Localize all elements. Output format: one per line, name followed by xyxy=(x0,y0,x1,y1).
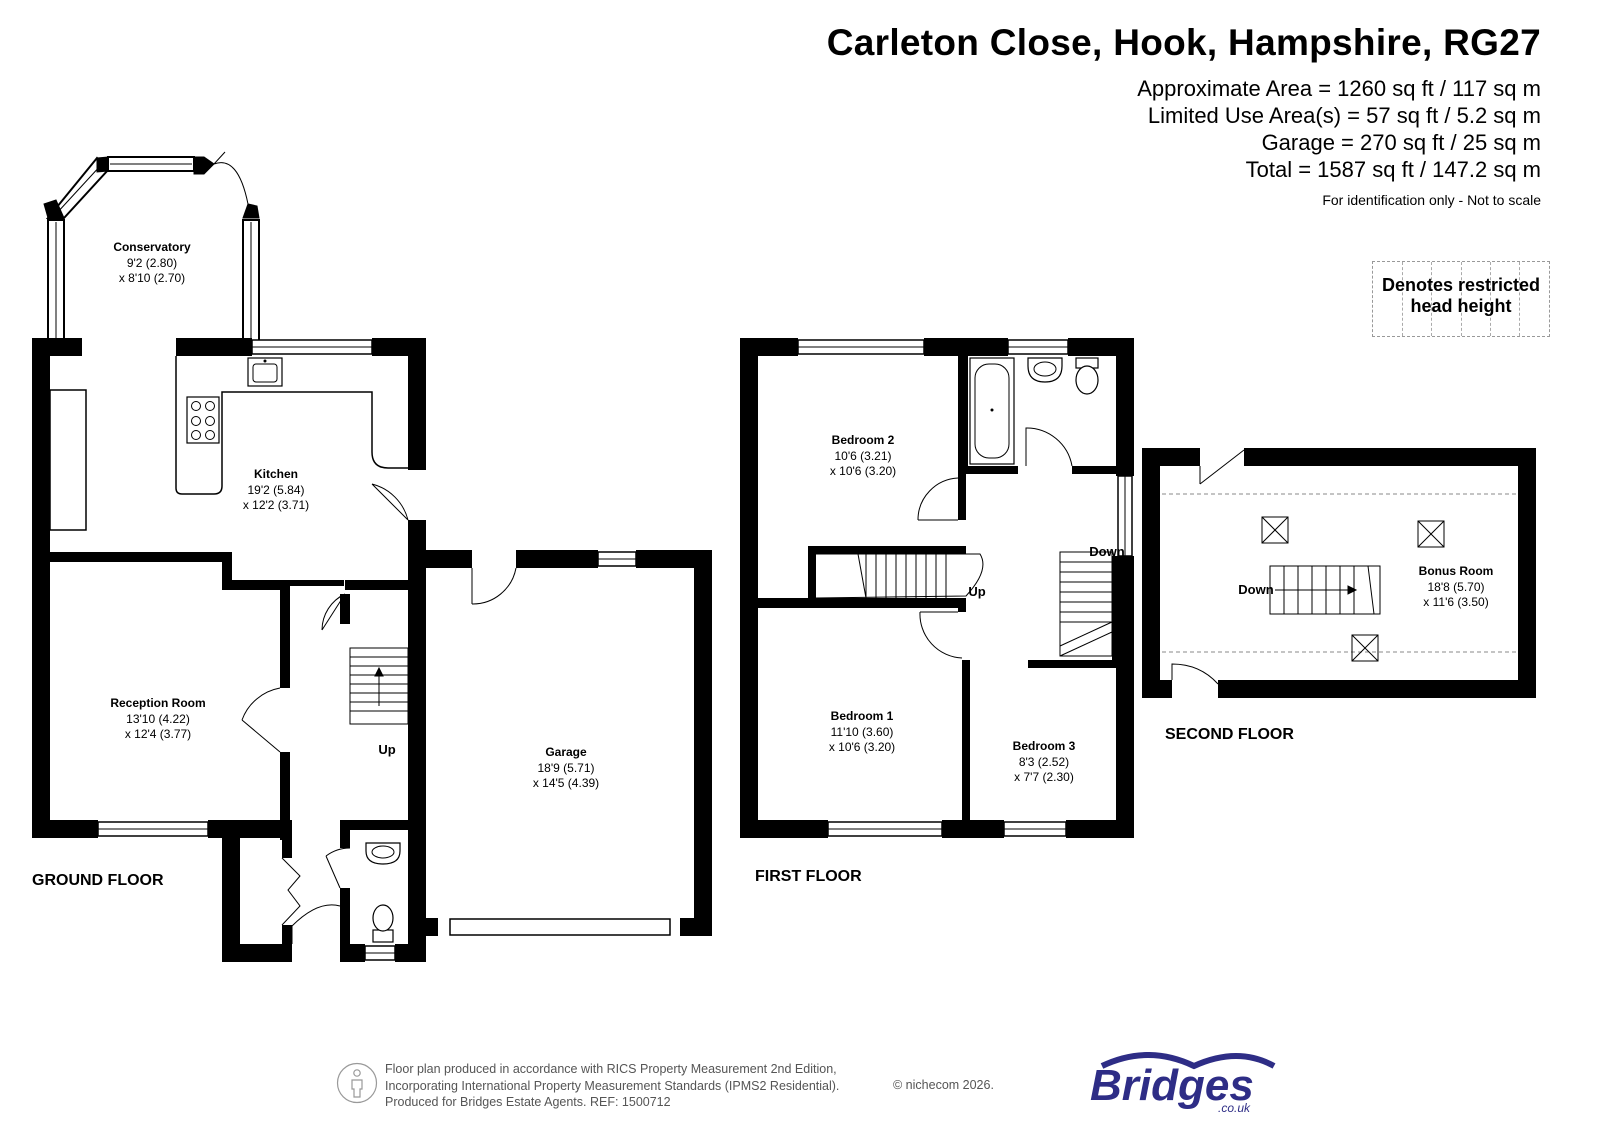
brand-name: Bridges xyxy=(1090,1061,1254,1110)
ground-floor-plan xyxy=(32,151,712,962)
first-staircase-up xyxy=(815,553,984,599)
kitchen-dim-1: 19'2 (5.84) xyxy=(248,483,305,497)
hob-icon xyxy=(186,396,220,444)
bedroom3-dim-1: 8'3 (2.52) xyxy=(1019,755,1069,769)
bonus-room-door xyxy=(1199,449,1245,485)
bonus-room-eaves-door xyxy=(1171,663,1219,685)
hall-door xyxy=(321,593,346,631)
ground-stairs-up-label: Up xyxy=(378,742,395,757)
bedroom2-door xyxy=(917,477,959,521)
copyright-notice: © nichecom 2026. xyxy=(893,1078,994,1092)
bathroom-toilet-icon xyxy=(1075,357,1099,395)
first-outer-walls xyxy=(740,338,1134,838)
conservatory-label: Conservatory xyxy=(113,240,191,254)
bedroom2-label: Bedroom 2 xyxy=(832,433,895,447)
garage-area: Garage = 270 sq ft / 25 sq m xyxy=(1261,130,1541,155)
first-floor-plan xyxy=(740,338,1134,838)
approximate-area: Approximate Area = 1260 sq ft / 117 sq m xyxy=(1137,76,1541,101)
garage-dim-2: x 14'5 (4.39) xyxy=(533,776,599,790)
person-icon xyxy=(336,1062,378,1104)
kitchen-back-door xyxy=(371,483,409,521)
first-staircase-down xyxy=(1059,551,1113,657)
garage-walls xyxy=(426,550,712,936)
bedroom2-dim-2: x 10'6 (3.20) xyxy=(830,464,896,478)
footer-notes: Floor plan produced in accordance with R… xyxy=(385,1061,839,1111)
ground-outer-walls xyxy=(32,338,426,962)
first-windows xyxy=(797,339,1133,837)
legend-line-1: Denotes restricted xyxy=(1381,275,1541,295)
kitchen-worktop xyxy=(175,356,408,495)
kitchen-sink-icon xyxy=(247,357,283,387)
wc-door xyxy=(325,847,351,889)
reception-label: Reception Room xyxy=(110,696,205,710)
bedroom1-door xyxy=(919,611,963,659)
ground-floor-label: GROUND FLOOR xyxy=(32,872,164,889)
bathroom-basin-icon xyxy=(1027,357,1063,383)
restricted-height-legend: Denotes restricted head height xyxy=(1372,261,1550,337)
first-stairs-down-label: Down xyxy=(1089,544,1124,559)
footer-line-3: Produced for Bridges Estate Agents. REF:… xyxy=(385,1095,671,1109)
bonus-room-dim-1: 18'8 (5.70) xyxy=(1428,580,1485,594)
garage-side-door xyxy=(471,567,517,605)
first-stairs-up-label: Up xyxy=(968,584,985,599)
reception-dim-2: x 12'4 (3.77) xyxy=(125,727,191,741)
brand-domain: .co.uk xyxy=(1218,1101,1251,1114)
second-staircase xyxy=(1269,565,1381,615)
second-floor-plan xyxy=(1142,448,1536,698)
skylight-icon xyxy=(1261,516,1445,662)
bathroom-door xyxy=(1025,427,1073,467)
legend-line-2: head height xyxy=(1410,296,1512,316)
ground-staircase xyxy=(349,647,409,725)
bedroom1-dim-1: 11'10 (3.60) xyxy=(831,725,894,739)
kitchen-dim-2: x 12'2 (3.71) xyxy=(243,498,309,512)
bedroom1-label: Bedroom 1 xyxy=(831,709,894,723)
conservatory-sideboard xyxy=(49,389,87,531)
kitchen-label: Kitchen xyxy=(254,467,298,481)
garage-label: Garage xyxy=(545,745,587,759)
bath-icon xyxy=(969,357,1015,465)
bedroom3-label: Bedroom 3 xyxy=(1013,739,1076,753)
footer-line-2: Incorporating International Property Mea… xyxy=(385,1078,840,1093)
bonus-room-dim-2: x 11'6 (3.50) xyxy=(1423,595,1488,609)
conservatory-door xyxy=(213,151,249,205)
porch-inner-door xyxy=(281,857,301,926)
basin-icon xyxy=(365,842,401,865)
legend-text: Denotes restricted head height xyxy=(1373,275,1549,317)
reception-door xyxy=(241,687,281,753)
second-stairs-down-label: Down xyxy=(1238,582,1273,597)
bridges-logo: Bridges .co.uk xyxy=(1090,1052,1276,1114)
limited-use-area: Limited Use Area(s) = 57 sq ft / 5.2 sq … xyxy=(1147,103,1541,128)
bedroom1-dim-2: x 10'6 (3.20) xyxy=(829,740,895,754)
reception-dim-1: 13'10 (4.22) xyxy=(126,712,190,726)
conservatory-walls xyxy=(43,156,260,343)
bonus-room-label: Bonus Room xyxy=(1419,564,1494,578)
bedroom2-dim-1: 10'6 (3.21) xyxy=(835,449,892,463)
first-floor-label: FIRST FLOOR xyxy=(755,868,862,885)
total-area: Total = 1587 sq ft / 147.2 sq m xyxy=(1245,157,1541,182)
second-floor-label: SECOND FLOOR xyxy=(1165,726,1294,743)
bedroom3-dim-2: x 7'7 (2.30) xyxy=(1014,770,1074,784)
conservatory-dim-2: x 8'10 (2.70) xyxy=(119,271,185,285)
garage-door xyxy=(449,918,671,936)
conservatory-dim-1: 9'2 (2.80) xyxy=(127,256,177,270)
front-door xyxy=(291,904,341,944)
footer-line-1: Floor plan produced in accordance with R… xyxy=(385,1062,837,1076)
property-address-title: Carleton Close, Hook, Hampshire, RG27 xyxy=(826,22,1541,63)
second-outer-walls xyxy=(1142,448,1536,698)
garage-dim-1: 18'9 (5.71) xyxy=(538,761,595,775)
toilet-icon xyxy=(372,904,394,943)
bridges-logo-arches xyxy=(1100,1052,1276,1070)
scale-disclaimer: For identification only - Not to scale xyxy=(1322,192,1541,208)
ground-windows xyxy=(97,339,396,961)
